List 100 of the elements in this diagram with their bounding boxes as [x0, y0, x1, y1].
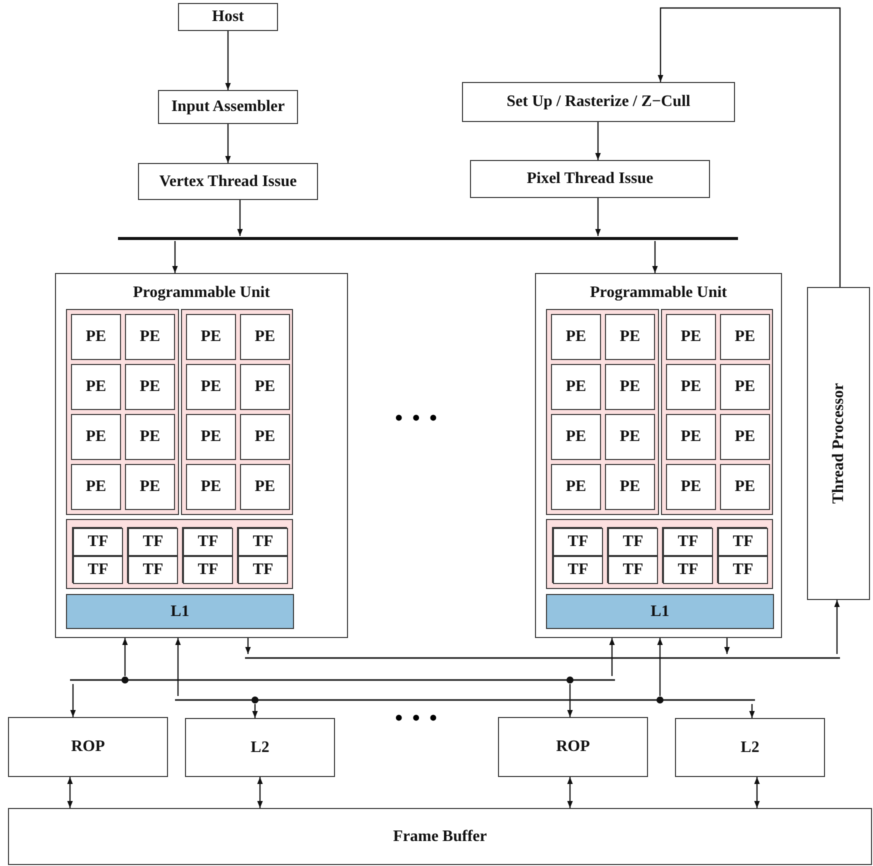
process-box: Vertex Thread Issue — [138, 163, 318, 200]
arrow — [225, 31, 231, 90]
processor-cell: PE — [240, 464, 290, 510]
texture-pair-box — [607, 527, 657, 583]
arrow — [834, 600, 840, 654]
processor-cell: PE — [551, 414, 601, 460]
processor-cell: PE — [720, 464, 770, 510]
texture-filter-cell: TF — [663, 528, 713, 556]
texture-filter-cell: TF — [718, 528, 768, 556]
processor-cell: PE — [125, 314, 175, 360]
arrow — [175, 638, 181, 696]
unit-title: Programmable Unit — [132, 284, 271, 302]
interconnect-line — [70, 676, 615, 684]
processor-cell: PE — [71, 464, 121, 510]
texture-filter-cell: TF — [553, 556, 603, 584]
texture-pair-box — [182, 527, 232, 583]
processor-cell: PE — [186, 414, 236, 460]
arrow — [237, 200, 243, 236]
texture-filter-cell: TF — [608, 556, 658, 584]
texture-filter-cell: TF — [608, 528, 658, 556]
process-box: ROP — [498, 717, 648, 777]
texture-filter-cell: TF — [718, 556, 768, 584]
arrow — [657, 638, 663, 696]
arrow — [724, 638, 730, 654]
arrow — [245, 638, 251, 654]
processor-cell: PE — [240, 314, 290, 360]
processor-cell: PE — [551, 364, 601, 410]
texture-filter-cell: TF — [128, 528, 178, 556]
processor-cell: PE — [551, 464, 601, 510]
processor-cell: PE — [605, 414, 655, 460]
arrow — [609, 638, 615, 676]
unit-panel — [535, 273, 782, 638]
texture-filter-cell: TF — [663, 556, 713, 584]
texture-filter-cell: TF — [73, 528, 123, 556]
processor-cell: PE — [720, 364, 770, 410]
processor-cell: PE — [186, 464, 236, 510]
texture-filter-cell: TF — [183, 556, 233, 584]
processor-cell: PE — [186, 364, 236, 410]
processor-cell: PE — [666, 314, 716, 360]
texture-filter-cell: TF — [553, 528, 603, 556]
bus-bar — [118, 236, 738, 241]
unit-title: Programmable Unit — [588, 284, 728, 302]
processor-cell: PE — [125, 364, 175, 410]
arrow — [252, 704, 258, 718]
processor-cell: PE — [666, 414, 716, 460]
process-box: Input Assembler — [158, 90, 298, 124]
processor-cell: PE — [605, 464, 655, 510]
interconnect-line — [175, 696, 755, 704]
arrow — [567, 684, 573, 717]
arrow — [70, 684, 76, 717]
texture-filter-cell: TF — [238, 556, 288, 584]
ellipsis-label: • • • — [395, 405, 440, 431]
texture-filter-cell: TF — [73, 556, 123, 584]
processor-cell: PE — [666, 464, 716, 510]
processor-box: Thread Processor — [807, 287, 870, 600]
arrow — [658, 7, 841, 287]
processor-group-panel — [66, 309, 179, 515]
arrow — [652, 241, 658, 273]
processor-cell: PE — [666, 364, 716, 410]
process-box: ROP — [8, 717, 168, 777]
texture-group-panel — [66, 519, 293, 589]
processor-cell: PE — [71, 364, 121, 410]
processor-cell: PE — [125, 414, 175, 460]
texture-filter-cell: TF — [183, 528, 233, 556]
arrow — [257, 777, 263, 808]
process-box: L2 — [185, 718, 335, 777]
processor-cell: PE — [605, 364, 655, 410]
processor-cell: PE — [605, 314, 655, 360]
texture-filter-cell: TF — [238, 528, 288, 556]
processor-cell: PE — [71, 314, 121, 360]
texture-pair-box — [552, 527, 602, 583]
cache-bar: L1 — [546, 594, 774, 629]
processor-cell: PE — [240, 364, 290, 410]
texture-group-panel — [546, 519, 773, 589]
texture-pair-box — [127, 527, 177, 583]
texture-pair-box — [662, 527, 712, 583]
processor-cell: PE — [720, 414, 770, 460]
arrow — [172, 241, 178, 273]
processor-group-panel — [181, 309, 293, 515]
process-box: Pixel Thread Issue — [470, 160, 710, 198]
process-box: Set Up / Rasterize / Z−Cull — [462, 82, 735, 122]
processor-cell: PE — [720, 314, 770, 360]
texture-pair-box — [717, 527, 767, 583]
arrow — [595, 122, 601, 160]
arrow — [67, 777, 73, 808]
arrow — [749, 704, 755, 718]
arrow — [225, 124, 231, 163]
arrow — [567, 777, 573, 808]
texture-pair-box — [72, 527, 122, 583]
processor-group-panel — [546, 309, 659, 515]
processor-cell: PE — [240, 414, 290, 460]
unit-panel — [55, 273, 348, 638]
arrow — [754, 777, 760, 808]
arrow — [122, 638, 128, 676]
processor-cell: PE — [551, 314, 601, 360]
processor-cell: PE — [71, 414, 121, 460]
process-box: L2 — [675, 718, 825, 777]
buffer-box: Frame Buffer — [8, 808, 872, 865]
ellipsis-label: • • • — [395, 705, 440, 731]
arrow — [595, 198, 601, 236]
